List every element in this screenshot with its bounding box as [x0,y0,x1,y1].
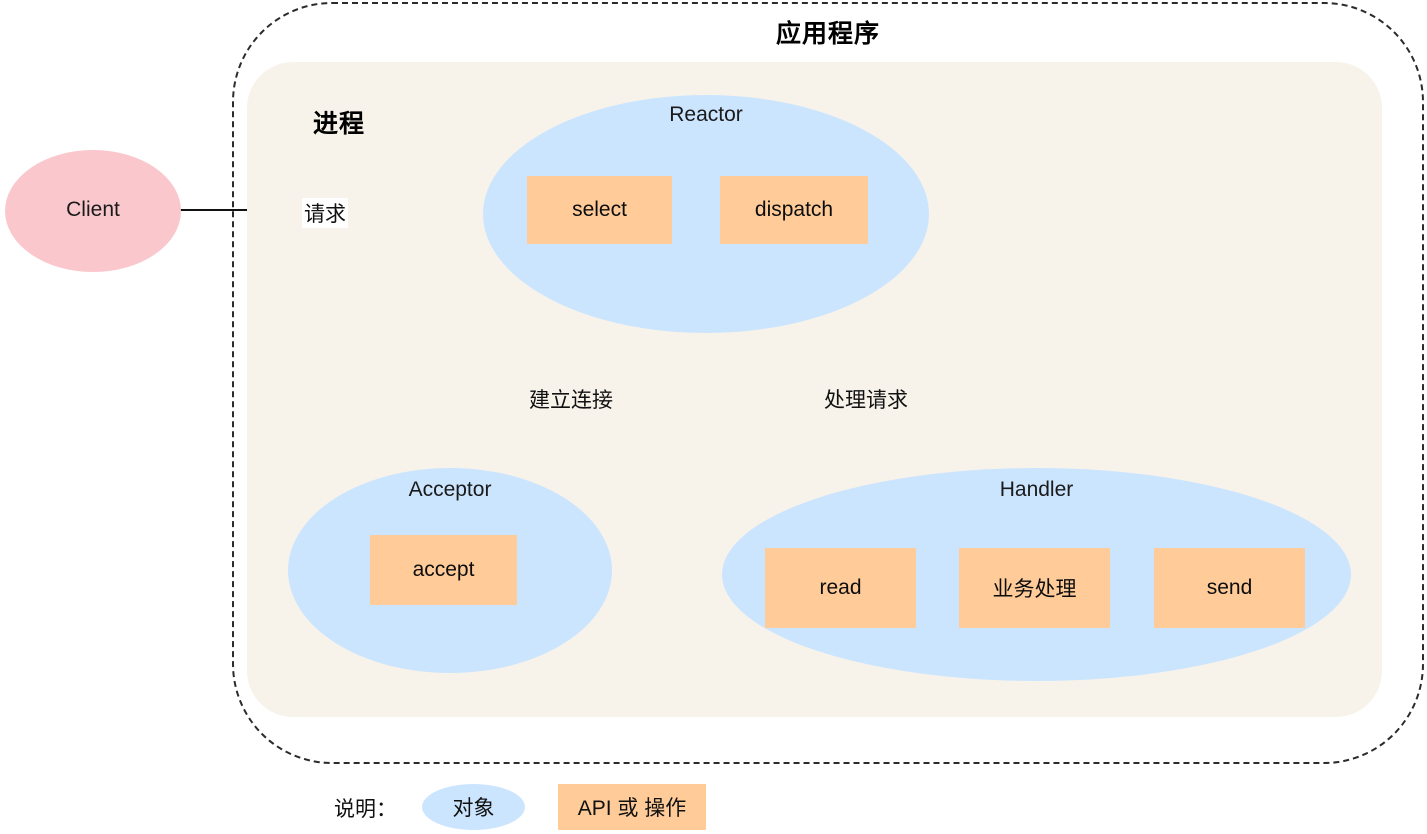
legend-object-swatch: 对象 [422,784,525,830]
reactor-label: Reactor [669,103,743,126]
acceptor-label: Acceptor [408,478,492,501]
reactor-op-select[interactable]: select [527,176,672,244]
legend-api-swatch: API 或 操作 [558,784,706,830]
legend-title: 说明： [334,798,397,821]
handler-label: Handler [999,478,1074,501]
edge-label-request: 请求 [302,198,348,228]
handler-op-business[interactable]: 业务处理 [959,548,1110,628]
application-title: 应用程序 [775,20,880,48]
edge-label-establish-connection: 建立连接 [527,384,615,414]
process-title: 进程 [313,110,366,138]
reactor-op-dispatch[interactable]: dispatch [720,176,868,244]
client-ellipse[interactable] [5,150,181,272]
handler-op-read[interactable]: read [765,548,916,628]
client-label: Client [66,198,120,221]
acceptor-op-accept[interactable]: accept [370,535,517,605]
application-boundary [232,2,1424,764]
handler-op-send[interactable]: send [1154,548,1305,628]
edge-label-handle-request: 处理请求 [822,384,910,414]
